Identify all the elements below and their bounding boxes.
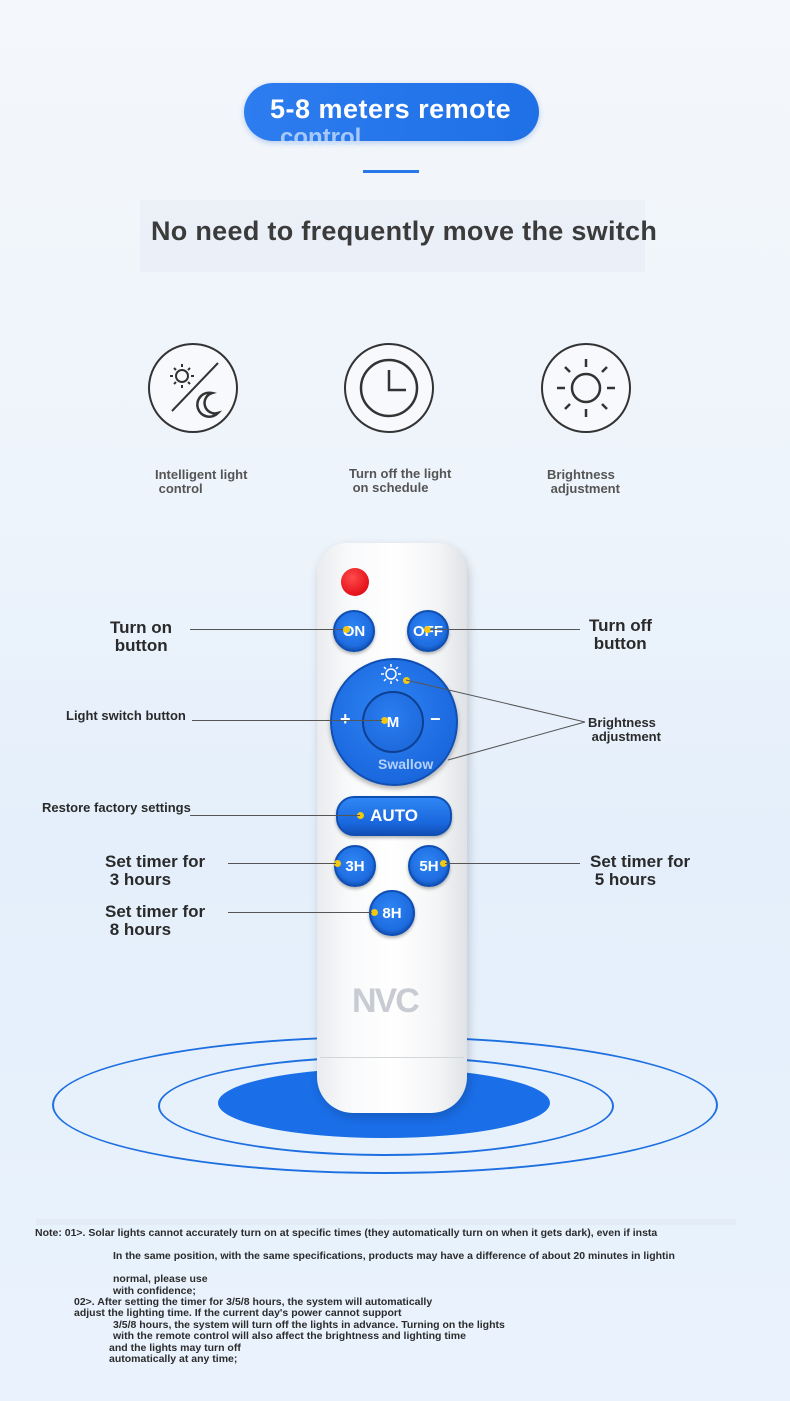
timer-8h-line xyxy=(228,912,372,913)
headline-backdrop xyxy=(140,200,645,272)
timer-5h-indicator-dot xyxy=(440,860,447,867)
mode-button-label: M xyxy=(386,713,400,731)
timer-3h-line xyxy=(228,863,336,864)
sun-icon xyxy=(541,343,631,433)
on-button[interactable]: ON xyxy=(333,610,375,652)
brand-logo: NVC xyxy=(352,982,420,1020)
power-indicator[interactable] xyxy=(341,568,369,596)
title-line2: control xyxy=(280,124,362,151)
callout-timer-5h: Set timer for 5 hours xyxy=(590,852,691,889)
note-line-8: with the remote control will also affect… xyxy=(113,1330,466,1342)
note-line-5: 02>. After setting the timer for 3/5/8 h… xyxy=(74,1296,433,1308)
headline: No need to frequently move the switch xyxy=(151,216,658,246)
note-line-6: adjust the lighting time. If the current… xyxy=(74,1307,402,1319)
auto-indicator-dot xyxy=(357,812,364,819)
turn-off-line xyxy=(430,629,580,630)
timer-8h-label: 8H xyxy=(382,904,402,922)
light-switch-line xyxy=(192,720,382,721)
brightness-callout-lines xyxy=(405,679,586,761)
note-line-3: normal, please use xyxy=(113,1273,208,1285)
note-line-9: and the lights may turn off xyxy=(109,1342,241,1354)
feature-label-intelligent: Intelligent light control xyxy=(155,467,248,496)
timer-8h-indicator-dot xyxy=(371,909,378,916)
dial-text: Swallow xyxy=(378,756,434,772)
feature-label-schedule: Turn off the light on schedule xyxy=(349,466,452,495)
brightness-icon xyxy=(378,662,408,688)
callout-brightness: Brightness adjustment xyxy=(588,715,661,744)
feature-label-brightness: Brightness adjustment xyxy=(547,467,620,496)
note-line-1: Note: 01>. Solar lights cannot accuratel… xyxy=(35,1227,658,1239)
on-indicator-dot xyxy=(343,626,350,633)
title-pill xyxy=(244,83,539,141)
off-button[interactable]: OFF xyxy=(407,610,449,652)
callout-timer-3h: Set timer for 3 hours xyxy=(105,852,206,889)
title-underline xyxy=(363,170,419,173)
callout-restore: Restore factory settings xyxy=(42,800,191,815)
minus-button[interactable]: − xyxy=(430,709,441,729)
mode-indicator-dot xyxy=(381,717,388,724)
mode-button[interactable]: M xyxy=(362,691,424,753)
note-smudge xyxy=(36,1219,736,1225)
timer-3h-indicator-dot xyxy=(334,860,341,867)
timer-3h-label: 3H xyxy=(345,857,365,875)
title-line1: 5-8 meters remote xyxy=(270,94,512,124)
auto-button-label: AUTO xyxy=(370,806,418,825)
note-line-10: automatically at any time; xyxy=(109,1353,238,1365)
timer-5h-label: 5H xyxy=(419,857,439,875)
timer-3h-button[interactable]: 3H xyxy=(334,845,376,887)
restore-line xyxy=(190,815,360,816)
turn-on-line xyxy=(190,629,343,630)
callout-turn-on: Turn on button xyxy=(110,618,172,655)
auto-button[interactable]: AUTO xyxy=(336,796,452,836)
brightness-dial[interactable] xyxy=(330,658,458,786)
remote-seam xyxy=(320,1057,464,1058)
callout-turn-off: Turn off button xyxy=(589,616,652,653)
callout-light-switch: Light switch button xyxy=(66,708,186,723)
plus-button[interactable]: + xyxy=(340,709,351,729)
note-line-4: with confidence; xyxy=(113,1285,196,1297)
note-line-2: In the same position, with the same spec… xyxy=(113,1250,675,1262)
clock-icon xyxy=(344,343,434,433)
note-line-7: 3/5/8 hours, the system will turn off th… xyxy=(113,1319,505,1331)
day-night-icon xyxy=(148,343,238,433)
timer-5h-line xyxy=(445,863,580,864)
off-indicator-dot xyxy=(424,626,431,633)
callout-timer-8h: Set timer for 8 hours xyxy=(105,902,206,939)
